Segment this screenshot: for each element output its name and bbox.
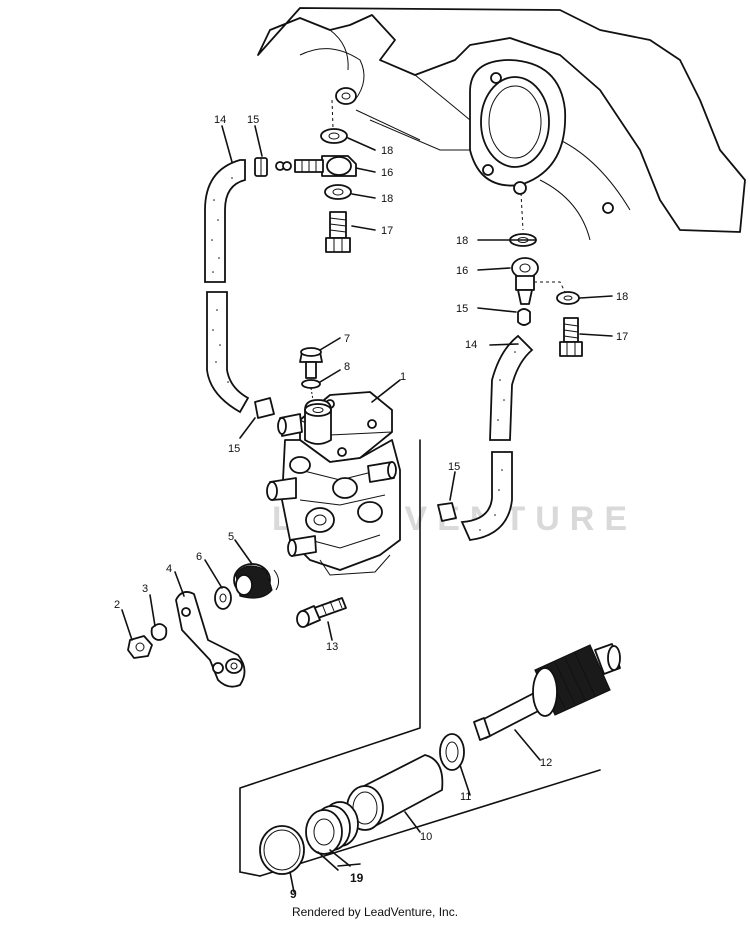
callout-14: 14 (214, 114, 226, 126)
callout-16: 16 (456, 265, 468, 277)
washer-8 (301, 379, 321, 389)
callout-18: 18 (616, 291, 628, 303)
callout-15: 15 (448, 461, 460, 473)
leader-lines (121, 125, 613, 893)
callout-3: 3 (142, 583, 148, 595)
hose-14-left (204, 159, 250, 414)
washer-18-upper-b (324, 184, 352, 200)
o-ring-9 (259, 825, 305, 875)
washer-18-upper-a (320, 128, 348, 144)
washer-18-right-b (556, 291, 580, 305)
callout-14: 14 (465, 339, 477, 351)
callout-15: 15 (228, 443, 240, 455)
hose-clamp-15-right (517, 308, 531, 326)
callout-11: 11 (460, 791, 471, 803)
callout-13: 13 (326, 641, 338, 653)
engine-crankcase (257, 7, 746, 241)
oil-pump-assembly-1 (254, 347, 401, 576)
callout-6: 6 (196, 551, 202, 563)
callout-17: 17 (381, 225, 393, 237)
callout-5: 5 (228, 531, 234, 543)
callout-15: 15 (247, 114, 259, 126)
callout-4: 4 (166, 563, 172, 575)
callout-10: 10 (420, 831, 432, 843)
right-fitting-stack (509, 192, 583, 357)
sleeve-10 (346, 754, 444, 831)
callout-8: 8 (344, 361, 350, 373)
spring-19 (305, 801, 361, 871)
callout-18: 18 (381, 145, 393, 157)
callout-15: 15 (456, 303, 468, 315)
callout-7: 7 (344, 333, 350, 345)
control-lever-group (127, 563, 347, 688)
hose-14-right (437, 334, 534, 541)
callout-19: 19 (350, 871, 364, 885)
footer-credit: Rendered by LeadVenture, Inc. (291, 905, 459, 919)
hose-clamp-15-lower-right (437, 502, 457, 522)
oil-seal-11 (439, 733, 465, 771)
hose-clamp-15-left (254, 397, 275, 419)
callout-18: 18 (456, 235, 468, 247)
callout-16: 16 (381, 167, 393, 179)
callout-18: 18 (381, 193, 393, 205)
callout-9: 9 (290, 887, 297, 901)
callout-2: 2 (114, 599, 120, 611)
circlip-3 (150, 623, 168, 641)
callout-numbers: 14 15 18 16 18 17 18 16 18 15 17 14 7 8 … (114, 114, 628, 901)
nut-2 (127, 635, 153, 659)
upper-left-fitting-stack (254, 99, 357, 253)
callout-17: 17 (616, 331, 628, 343)
callout-12: 12 (540, 757, 552, 769)
drive-shaft-12 (473, 643, 621, 741)
washer-6 (214, 586, 232, 610)
assembly-group-outline (239, 439, 601, 877)
callout-1: 1 (400, 371, 406, 383)
banjo-fitting-16-right (511, 257, 539, 279)
